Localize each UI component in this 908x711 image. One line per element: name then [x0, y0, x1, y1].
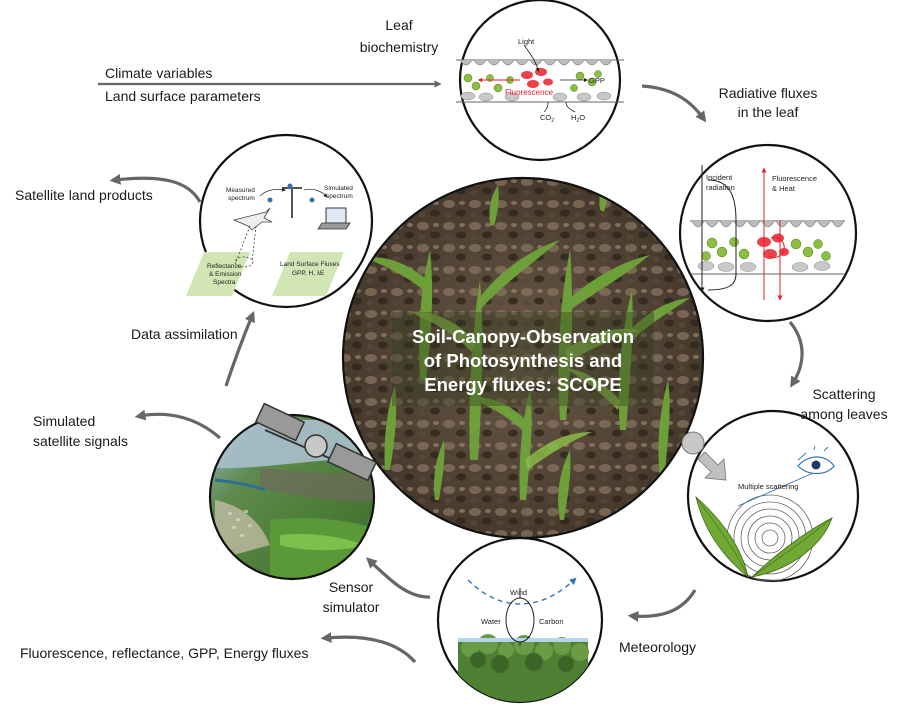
- center-title-line-2: of Photosynthesis and: [424, 350, 622, 371]
- reflectance-label-1: Reflectance: [207, 263, 242, 270]
- flow-arrows: [98, 80, 804, 664]
- laptop-icon: [317, 207, 351, 230]
- wind-label: Wind: [510, 588, 527, 597]
- arrow-to-data-assimilation: [224, 310, 255, 387]
- leaf-h2o-label: H2O: [571, 113, 585, 124]
- incident-label-2: radiation: [706, 183, 735, 192]
- meteorology-circle: Wind Water Carbon: [436, 536, 604, 704]
- arrow-to-simulated-signals: [134, 409, 222, 440]
- leaf-light-label: Light: [518, 37, 535, 46]
- satellite-icon: [254, 402, 378, 482]
- diagram-labels: Climate variables Land surface parameter…: [15, 17, 888, 661]
- center-title-line-3: Energy fluxes: SCOPE: [424, 374, 621, 395]
- center-title-line-1: Soil-Canopy-Observation: [412, 326, 634, 347]
- arrow-to-sensor: [366, 557, 431, 599]
- leaf-gpp-label: GPP: [589, 76, 605, 85]
- arrow-to-fluxes-output: [320, 632, 417, 664]
- scattering-circle: Multiple scattering: [681, 409, 860, 583]
- inputs-label-land-surface: Land surface parameters: [105, 88, 261, 104]
- data-assimilation-label: Data assimilation: [131, 326, 238, 342]
- radiative-fluxes-label-2: in the leaf: [738, 104, 799, 120]
- sun-icon: [681, 431, 705, 455]
- measured-spectrum-label-2: spectrum: [228, 195, 255, 202]
- fluor-heat-label-2: & Heat: [772, 184, 796, 193]
- leaf-biochemistry-circle: Light GPP Fluorescence CO2 H2O: [456, 0, 624, 162]
- satellite-products-label: Satellite land products: [15, 187, 153, 203]
- data-assimilation-circle: Measured spectrum Simulated spectrum Ref…: [186, 133, 374, 309]
- meteorology-label: Meteorology: [619, 639, 696, 655]
- simulated-signals-label-1: Simulated: [33, 413, 95, 429]
- multiple-scattering-label: Multiple scattering: [738, 482, 798, 491]
- incoming-light-icon: [697, 451, 727, 481]
- sensor-simulator-label-2: simulator: [323, 599, 380, 615]
- leaf-biochemistry-label-1: Leaf: [385, 17, 412, 33]
- fluxes-output-label: Fluorescence, reflectance, GPP, Energy f…: [20, 645, 308, 661]
- reflectance-label-3: Spectra: [213, 279, 236, 286]
- fluor-heat-label-1: Fluorescence: [772, 174, 817, 183]
- scattering-label-2: among leaves: [800, 406, 887, 422]
- lsf-label-1: Land Surface Fluxes: [280, 261, 340, 268]
- wind-arrow: [467, 577, 577, 605]
- sensor-simulator-label-1: Sensor: [329, 579, 374, 595]
- reflectance-label-2: & Emission: [209, 271, 242, 278]
- radiative-fluxes-circle: Incident radiation Fluorescence & Heat: [678, 143, 858, 323]
- incident-label-1: Incident: [706, 173, 733, 182]
- water-label: Water: [481, 617, 501, 626]
- inputs-label-climate: Climate variables: [105, 65, 212, 81]
- simulated-spectrum-label-1: Simulated: [324, 185, 353, 192]
- lsf-label-2: GPP, H, λE: [292, 270, 325, 277]
- leaf-biochemistry-label-2: biochemistry: [360, 39, 439, 55]
- arrow-to-meteorology: [627, 589, 697, 622]
- carbon-label: Carbon: [539, 617, 564, 626]
- arrow-to-scattering: [788, 320, 804, 388]
- leaf-fluorescence-label: Fluorescence: [505, 88, 554, 97]
- leaf-co2-label: CO2: [540, 113, 554, 124]
- arrow-to-satellite-products: [109, 173, 202, 203]
- radiative-fluxes-label-1: Radiative fluxes: [719, 85, 818, 101]
- simulated-signals-label-2: satellite signals: [33, 433, 128, 449]
- satellite-circle: [208, 402, 378, 581]
- arrow-to-radiative: [641, 84, 707, 123]
- measured-spectrum-label-1: Measured: [226, 187, 255, 194]
- scattering-label-1: Scattering: [812, 386, 875, 402]
- center-photo-circle: Soil-Canopy-Observation of Photosynthesi…: [341, 176, 705, 540]
- simulated-spectrum-label-2: spectrum: [326, 193, 353, 200]
